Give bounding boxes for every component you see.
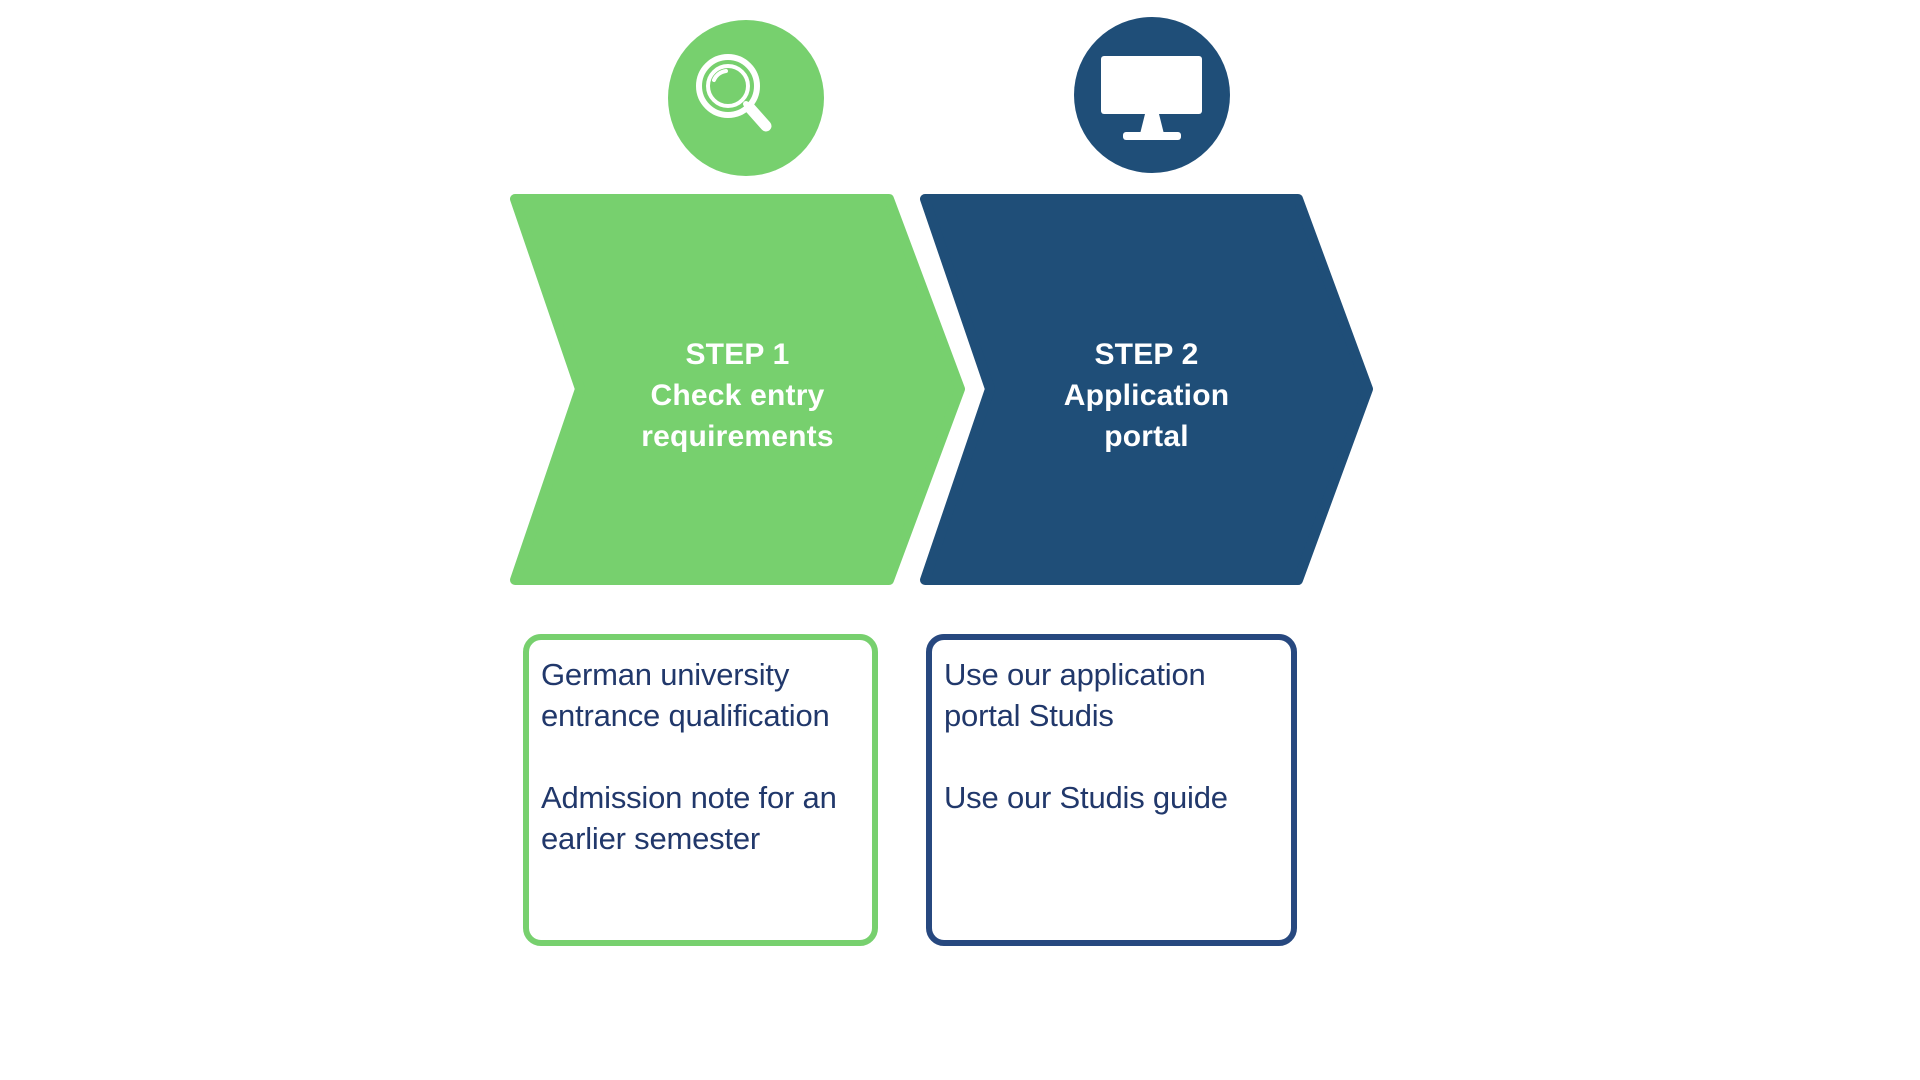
step2-note1-line1: Use our application: [944, 657, 1206, 692]
step2-icon-badge: [1074, 17, 1230, 173]
step1-note1-line1: German university: [541, 657, 790, 692]
step2-arrow-label: STEP 2 Application portal: [925, 334, 1368, 457]
step1-arrow-label: STEP 1 Check entry requirements: [515, 334, 960, 457]
step2-note1-line2: portal Studis: [944, 698, 1114, 733]
magnifier-icon: [696, 54, 772, 132]
step1-note2-line2: earlier semester: [541, 821, 761, 856]
step1-subtitle-line2: requirements: [641, 420, 834, 453]
step1-title: STEP 1: [685, 338, 790, 371]
step1-subtitle-line1: Check entry: [650, 379, 825, 412]
step2-note-paragraph: Use our application portal Studis: [944, 654, 1279, 736]
step1-note-paragraph: German university entrance qualification: [541, 654, 860, 736]
step2-subtitle-line1: Application: [1063, 379, 1230, 412]
step2-note-box: Use our application portal Studis Use ou…: [926, 634, 1297, 946]
step1-note-box: German university entrance qualification…: [523, 634, 878, 946]
step2-subtitle-line2: portal: [1104, 420, 1189, 453]
step1-icon-badge: [668, 20, 824, 176]
step2-note2-line1: Use our Studis guide: [944, 780, 1228, 815]
step2-title: STEP 2: [1094, 338, 1199, 371]
step2-note-paragraph: Use our Studis guide: [944, 777, 1279, 818]
step1-note2-line1: Admission note for an: [541, 780, 837, 815]
step2-arrow-shape: [920, 194, 1373, 585]
step1-note1-line2: entrance qualification: [541, 698, 830, 733]
step1-note-paragraph: Admission note for an earlier semester: [541, 777, 860, 859]
monitor-icon: [1101, 56, 1202, 140]
step1-arrow-shape: [510, 194, 965, 585]
